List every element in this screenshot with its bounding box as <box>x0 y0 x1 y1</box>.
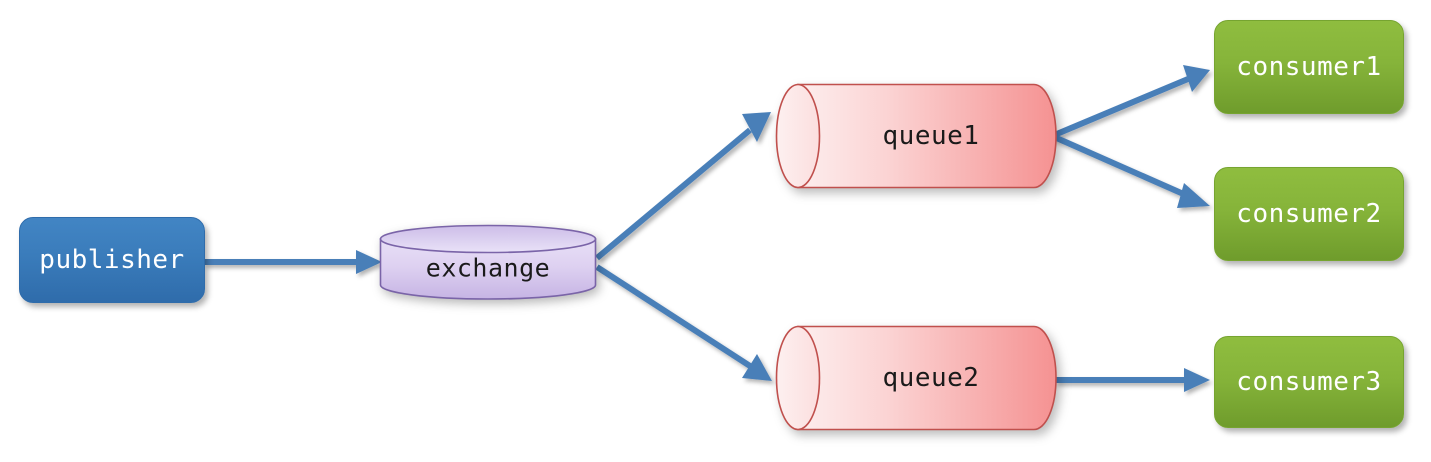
node-consumer2-label: consumer2 <box>1236 199 1382 229</box>
edge-exchange-to-queue2 <box>595 264 772 381</box>
node-publisher[interactable]: publisher <box>19 217 205 303</box>
edge-exchange-to-queue1 <box>595 112 771 261</box>
node-consumer1-label: consumer1 <box>1236 52 1382 82</box>
edge-queue2-to-consumer3 <box>1055 368 1210 392</box>
node-exchange[interactable]: exchange <box>379 224 597 300</box>
edge-queue1-to-consumer2 <box>1050 133 1210 208</box>
node-consumer3-label: consumer3 <box>1236 367 1382 397</box>
node-consumer2[interactable]: consumer2 <box>1214 167 1404 261</box>
edge-queue1-to-consumer1 <box>1050 65 1210 139</box>
node-consumer3[interactable]: consumer3 <box>1214 336 1404 428</box>
edge-publisher-to-exchange <box>204 250 382 274</box>
node-queue1[interactable]: queue1 <box>775 83 1057 189</box>
node-queue2[interactable]: queue2 <box>775 325 1057 431</box>
node-consumer1[interactable]: consumer1 <box>1214 20 1404 114</box>
node-publisher-label: publisher <box>39 245 185 275</box>
